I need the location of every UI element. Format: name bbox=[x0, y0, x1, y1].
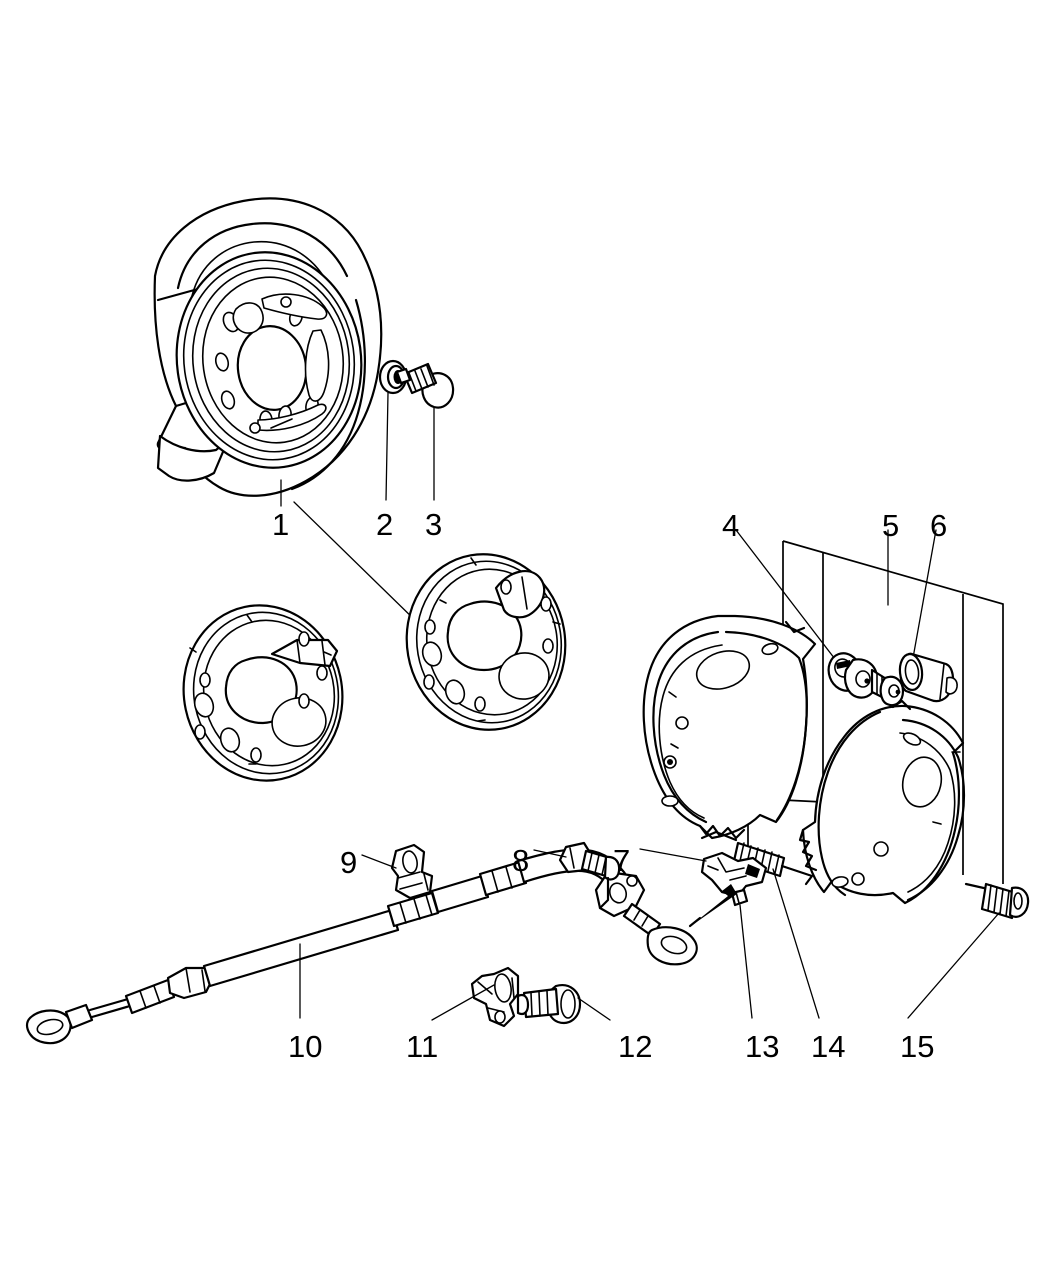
leader-14 bbox=[772, 868, 820, 1019]
part-3-bolt bbox=[395, 362, 455, 409]
part-1-splash-shield-assembly bbox=[153, 197, 383, 497]
leader-9 bbox=[361, 854, 397, 869]
callout-label-15: 15 bbox=[900, 1029, 935, 1064]
callout-label-13: 13 bbox=[745, 1029, 780, 1064]
leader-13 bbox=[739, 904, 753, 1019]
part-1-backing-plate-front bbox=[175, 251, 363, 469]
part-5b-brake-shoe-right bbox=[798, 699, 966, 905]
leader-7 bbox=[639, 848, 707, 862]
leader-8 bbox=[533, 849, 567, 858]
leader-6 bbox=[912, 529, 937, 659]
part-6-plug-cylinder bbox=[898, 652, 958, 703]
part-10-parking-brake-cable bbox=[25, 848, 698, 1045]
part-15-hold-down-spring bbox=[964, 882, 1030, 920]
part-12-bolt bbox=[516, 984, 582, 1025]
callout-label-11: 11 bbox=[406, 1029, 439, 1064]
callout-label-7: 7 bbox=[613, 843, 631, 878]
callout-label-2: 2 bbox=[376, 507, 394, 542]
leader-12 bbox=[577, 997, 611, 1021]
callout-label-3: 3 bbox=[425, 507, 443, 542]
part-1c-backing-plate-right bbox=[405, 553, 567, 731]
callout-label-12: 12 bbox=[618, 1029, 653, 1064]
callout-label-5: 5 bbox=[882, 508, 900, 543]
leader-1b bbox=[293, 501, 421, 626]
part-9-retainer-clip bbox=[390, 843, 434, 900]
part-8-bolt bbox=[558, 841, 621, 910]
callout-label-6: 6 bbox=[930, 508, 948, 543]
leader-11 bbox=[431, 984, 495, 1021]
part-7-shoe-lever bbox=[700, 851, 768, 898]
callout-label-1: 1 bbox=[272, 507, 290, 542]
part-11-lever-bracket bbox=[470, 966, 520, 1028]
leader-15 bbox=[907, 912, 1000, 1019]
leader-4 bbox=[735, 529, 839, 664]
part-5a-brake-shoe-left bbox=[642, 614, 817, 840]
leader-2 bbox=[385, 392, 389, 501]
callout-label-8: 8 bbox=[512, 843, 530, 878]
part-4-adjuster-screw bbox=[827, 652, 905, 707]
part-1b-backing-plate-left bbox=[182, 604, 344, 782]
callout-label-14: 14 bbox=[811, 1029, 846, 1064]
assembly-direction-arrow bbox=[688, 884, 737, 928]
callout-label-4: 4 bbox=[722, 508, 740, 543]
callout-label-9: 9 bbox=[340, 845, 358, 880]
callout-label-10: 10 bbox=[288, 1029, 323, 1064]
